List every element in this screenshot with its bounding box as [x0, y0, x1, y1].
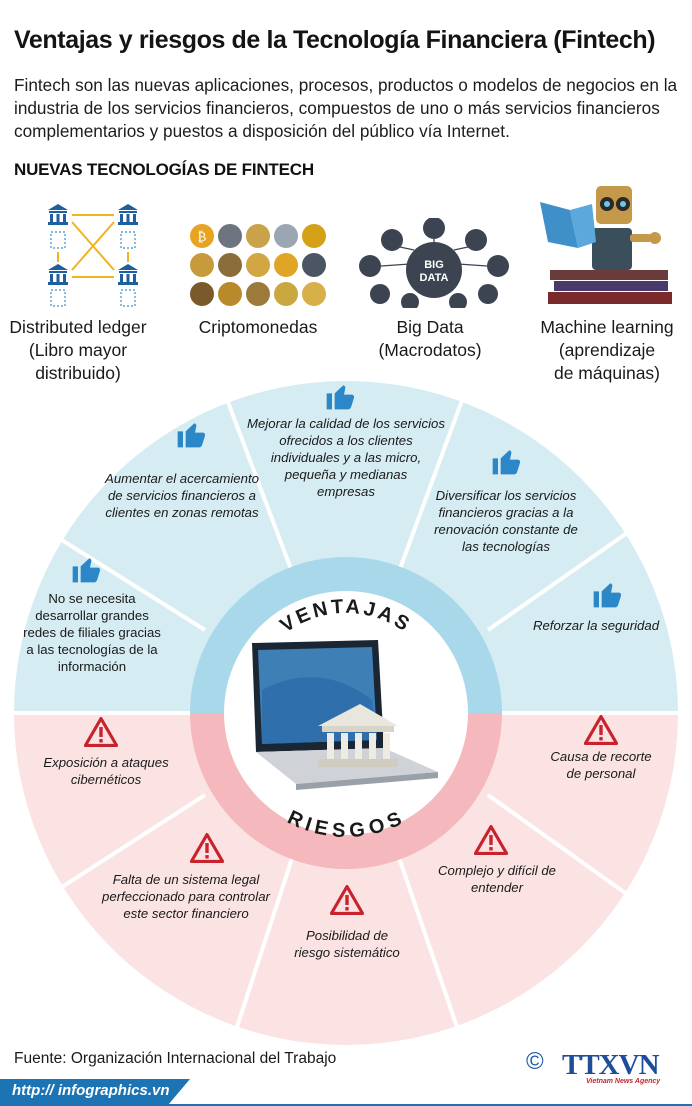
tech-label-machine-learning: Machine learning (aprendizaje de máquina… [540, 317, 674, 383]
footer-divider [0, 1104, 692, 1106]
brand-subtitle: Vietnam News Agency [586, 1078, 661, 1085]
thumbs-up-icon [492, 450, 521, 475]
svg-text:DATA: DATA [420, 272, 449, 284]
advantage-text: Diversificar los servicios financieros g… [434, 488, 578, 554]
section-heading: NUEVAS TECNOLOGÍAS DE FINTECH [14, 160, 314, 179]
thumbs-up-icon [72, 558, 101, 583]
advantage-text: Aumentar el acercamiento de servicios fi… [105, 471, 259, 520]
brand-logo: TTXVN [562, 1049, 660, 1081]
ledger-network-icon [48, 204, 138, 307]
svg-text:₿: ₿ [198, 230, 207, 245]
svg-text:BIG: BIG [424, 259, 444, 271]
advantage-text: Reforzar la seguridad [532, 618, 660, 633]
thumbs-up-icon [326, 385, 355, 410]
page-title: Ventajas y riesgos de la Tecnología Fina… [14, 26, 656, 54]
advantage-text: No se necesita desarrollar grandes redes… [23, 591, 161, 674]
risk-text: Posibilidad de riesgo sistemático [294, 928, 400, 960]
risk-text: Falta de un sistema legal perfeccionado … [102, 872, 270, 921]
big-data-icon: BIG DATA [359, 218, 509, 308]
coins-icon: ₿ [190, 224, 326, 306]
tech-label-cryptocurrencies: Criptomonedas [198, 317, 318, 337]
warning-icon [330, 884, 364, 916]
tech-label-big-data: Big Data (Macrodatos) [378, 317, 482, 360]
warning-icon [84, 716, 118, 748]
advantage-text: Mejorar la calidad de los servicios ofre… [247, 416, 445, 499]
warning-icon [584, 714, 618, 746]
footer-url-link[interactable]: http:// infographics.vn [12, 1082, 170, 1099]
source-credit: Fuente: Organización Internacional del T… [14, 1050, 337, 1067]
risk-text: Exposición a ataques cibernéticos [43, 755, 169, 787]
intro-paragraph: Fintech son las nuevas aplicaciones, pro… [14, 75, 678, 141]
footer-band [0, 1079, 190, 1106]
thumbs-up-icon [593, 583, 622, 608]
risk-text: Causa de recorte de personal [550, 749, 652, 781]
robot-reading-icon [540, 186, 672, 304]
warning-icon [190, 832, 224, 864]
thumbs-up-icon [177, 423, 206, 448]
warning-icon [474, 824, 508, 856]
tech-label-distributed-ledger: Distributed ledger (Libro mayor distribu… [9, 317, 147, 383]
risks-area [14, 713, 678, 1045]
copyright-symbol: © [526, 1048, 544, 1075]
risk-text: Complejo y difícil de entender [437, 863, 556, 895]
laptop-bank-illustration [252, 640, 438, 790]
